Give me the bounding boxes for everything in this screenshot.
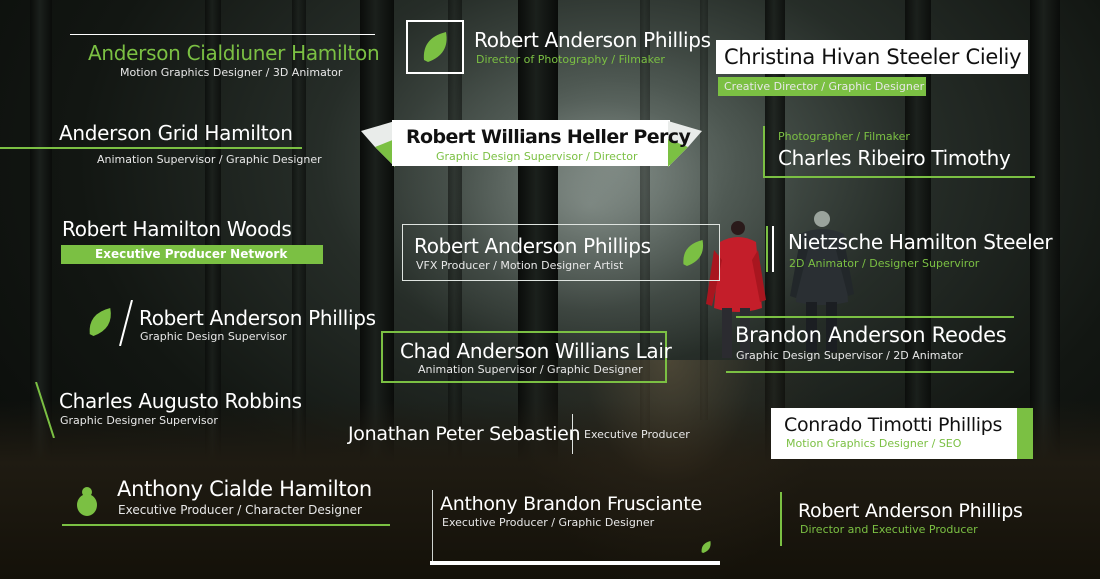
title-underline xyxy=(726,371,1014,373)
title-role: Director and Executive Producer xyxy=(800,523,978,536)
title-plate xyxy=(771,408,1017,459)
logo-box xyxy=(406,20,464,74)
ribbon-right-chevron xyxy=(668,121,702,167)
leaf-icon xyxy=(423,32,447,62)
title-name: Charles Ribeiro Timothy xyxy=(778,146,1011,170)
title-name: Charles Augusto Robbins xyxy=(59,389,302,413)
title-accent-bar xyxy=(1017,408,1033,459)
title-underline xyxy=(70,34,375,35)
title-role: VFX Producer / Motion Designer Artist xyxy=(416,259,624,272)
title-role: Graphic Design Supervisor xyxy=(140,330,287,343)
role-plate xyxy=(718,77,926,96)
title-frame xyxy=(381,331,667,383)
title-name: Robert Anderson Phillips xyxy=(139,306,376,330)
role-plate xyxy=(61,245,323,264)
title-underline xyxy=(763,176,1035,178)
title-accent-line xyxy=(780,492,782,546)
title-overline xyxy=(736,316,1014,318)
title-name: Nietzsche Hamilton Steeler xyxy=(788,230,1053,254)
title-role: Executive Producer xyxy=(584,428,690,441)
title-role: Animation Supervisor / Graphic Designer xyxy=(418,363,643,376)
title-underline xyxy=(0,147,302,149)
ribbon-left-chevron xyxy=(361,121,395,167)
title-accent-line xyxy=(766,226,768,272)
tree-trunk xyxy=(700,0,708,420)
title-underline xyxy=(430,561,720,565)
title-name: Jonathan Peter Sebastien xyxy=(348,423,581,445)
title-name: Chad Anderson Willians Lair xyxy=(400,339,672,363)
title-name: Robert Anderson Phillips xyxy=(798,500,1023,522)
title-role: Motion Graphics Designer / SEO xyxy=(786,437,962,450)
title-accent-line xyxy=(772,226,774,272)
title-role: Motion Graphics Designer / 3D Animator xyxy=(120,66,343,79)
forest-path xyxy=(520,360,820,579)
title-name: Anthony Cialde Hamilton xyxy=(117,477,372,501)
title-name: Robert Anderson Phillips xyxy=(414,234,651,258)
title-accent-line xyxy=(763,126,765,178)
leaf-icon xyxy=(89,308,111,336)
title-role: Director of Photography / Filmaker xyxy=(476,53,665,66)
title-plate xyxy=(392,120,670,166)
hiker-red-jacket xyxy=(706,221,766,360)
title-name: Anderson Grid Hamilton xyxy=(59,121,293,145)
title-name: Robert Anderson Phillips xyxy=(474,28,711,52)
title-role: Creative Director / Graphic Designer xyxy=(724,80,925,93)
title-name: Anderson Cialdiuner Hamilton xyxy=(88,41,380,65)
title-role: Graphic Designer Supervisor xyxy=(60,414,218,427)
title-name: Conrado Timotti Phillips xyxy=(784,414,1003,436)
title-role: Graphic Design Supervisor / 2D Animator xyxy=(736,349,963,362)
slash-divider xyxy=(119,300,133,346)
title-role: Animation Supervisor / Graphic Designer xyxy=(97,153,322,166)
title-role: 2D Animator / Designer Superviror xyxy=(789,257,980,270)
title-role: Photographer / Filmaker xyxy=(778,130,910,143)
title-name: Brandon Anderson Reodes xyxy=(735,323,1007,347)
title-accent-line xyxy=(432,490,433,562)
pear-icon xyxy=(77,487,97,516)
title-name: Anthony Brandon Frusciante xyxy=(440,493,702,515)
title-role: Executive Producer / Character Designer xyxy=(118,503,362,517)
title-role: Executive Producer Network xyxy=(95,247,288,261)
title-plate xyxy=(716,40,1028,74)
title-frame xyxy=(402,224,720,281)
title-role: Graphic Design Supervisor / Director xyxy=(436,150,638,163)
leaf-icon xyxy=(701,541,711,553)
title-name: Robert Willians Heller Percy xyxy=(406,126,691,148)
leaf-icon xyxy=(683,240,704,266)
hiker-dark-jacket xyxy=(790,211,854,352)
title-name: Robert Hamilton Woods xyxy=(62,217,292,241)
title-role: Executive Producer / Graphic Designer xyxy=(442,516,655,529)
title-underline xyxy=(62,524,390,526)
slash-divider xyxy=(35,382,55,438)
title-name: Christina Hivan Steeler Cieliy xyxy=(724,45,1022,69)
title-divider xyxy=(572,414,573,454)
tree-trunk xyxy=(640,0,650,450)
